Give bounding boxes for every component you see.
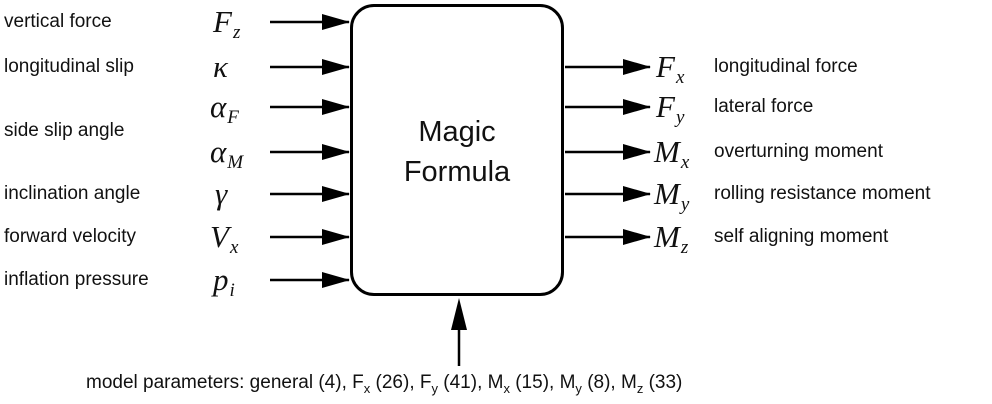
input-symbol: γ — [215, 176, 228, 211]
model-parameters-line: model parameters: general (4), Fx (26), … — [86, 372, 683, 396]
input-label-forward-velocity: forward velocity — [4, 226, 136, 247]
input-symbol: pi — [213, 262, 235, 301]
parameters-prefix: model parameters: general (4), — [86, 372, 353, 393]
input-symbol: Fz — [213, 4, 241, 43]
input-label-side-slip-angle: side slip angle — [4, 120, 125, 141]
output-symbol: Fy — [656, 89, 685, 128]
input-symbol: αM — [210, 134, 244, 173]
output-label-self-aligning-moment: self aligning moment — [714, 226, 889, 247]
output-label-rolling-resistance-moment: rolling resistance moment — [714, 183, 931, 204]
output-arrows — [565, 59, 651, 245]
magic-formula-box — [350, 4, 564, 296]
input-arrows — [270, 14, 350, 288]
output-symbol: Mx — [654, 134, 690, 173]
output-label-lateral-force: lateral force — [714, 96, 814, 117]
param-item: My (8) — [559, 372, 611, 396]
input-symbol: κ — [213, 49, 228, 84]
param-item: Fy (41) — [419, 372, 478, 396]
parameters-arrow — [451, 298, 467, 366]
output-label-overturning-moment: overturning moment — [714, 141, 883, 162]
title-line-1: Magic — [418, 116, 496, 148]
input-label-vertical-force: vertical force — [4, 11, 112, 32]
output-symbol: Mz — [654, 219, 689, 258]
title-line-2: Formula — [403, 156, 511, 188]
input-symbol: αF — [210, 89, 239, 128]
input-label-longitudinal-slip: longitudinal slip — [4, 56, 134, 77]
input-label-inclination-angle: inclination angle — [4, 183, 141, 204]
input-label-inflation-pressure: inflation pressure — [4, 269, 149, 290]
param-item: Fx (26) — [352, 372, 410, 396]
param-item: Mz (33) — [620, 372, 683, 396]
input-symbol: Vx — [210, 219, 239, 258]
param-item: Mx (15) — [487, 372, 550, 396]
output-label-longitudinal-force: longitudinal force — [714, 56, 858, 77]
output-symbol: Fx — [656, 49, 685, 88]
output-symbol: My — [654, 176, 690, 215]
